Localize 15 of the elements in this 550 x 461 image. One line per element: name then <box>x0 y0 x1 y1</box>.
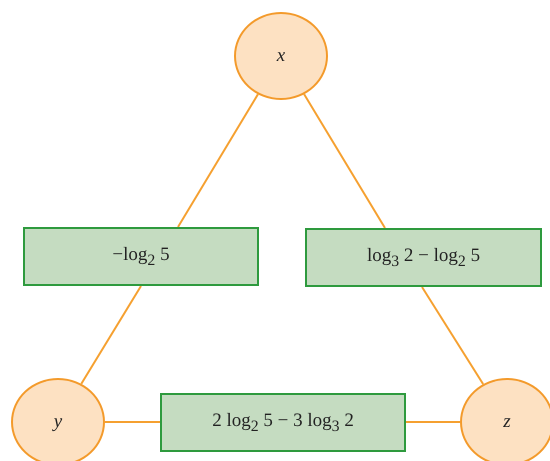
expression-text: 2 log$_{2}$ 5 − 3 log$_{3}$ 2 <box>212 410 354 436</box>
expression-text: log$_{3}$ 2 − log$_{2}$ 5 <box>366 244 480 270</box>
variable-label: z <box>503 411 511 433</box>
variable-label: y <box>54 411 62 433</box>
variable-label: x <box>276 45 286 67</box>
expression-text: −log$_{2}$ 5 <box>112 244 170 270</box>
connector-line <box>421 286 484 385</box>
expression-box <box>305 228 542 287</box>
connector-line <box>177 94 259 228</box>
connector-line <box>303 94 386 229</box>
connector-line <box>105 421 160 423</box>
connector-line <box>406 421 460 423</box>
expression-box <box>160 393 406 452</box>
expression-box <box>23 227 259 286</box>
connector-line <box>80 285 142 384</box>
